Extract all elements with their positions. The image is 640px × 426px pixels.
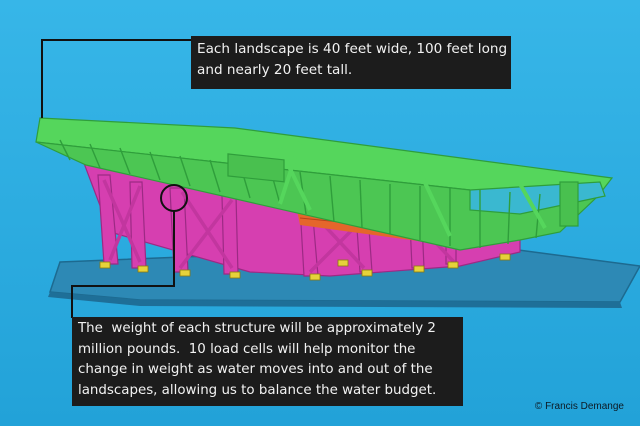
weight-callout-line-4: landscapes, allowing us to balance the w… xyxy=(78,382,437,398)
weight-callout-line-2: million pounds. 10 load cells will help … xyxy=(78,341,416,357)
weight-callout-line-3: change in weight as water moves into and… xyxy=(78,362,433,377)
dimensions-callout-line-1: Each landscape is 40 feet wide, 100 feet… xyxy=(197,41,508,57)
callout-leaders xyxy=(41,39,191,318)
weight-callout-line-1: The weight of each structure will be app… xyxy=(78,321,436,336)
load-cells xyxy=(99,253,511,281)
dimensions-callout: Each landscape is 40 feet wide, 100 feet… xyxy=(191,36,511,89)
foundation-slab-edge xyxy=(48,292,622,308)
weight-callout: The weight of each structure will be app… xyxy=(72,317,463,406)
photo-credit: © Francis Demange xyxy=(534,401,624,412)
green-frame xyxy=(35,117,614,251)
dimensions-callout-line-2: and nearly 20 feet tall. xyxy=(197,62,353,78)
